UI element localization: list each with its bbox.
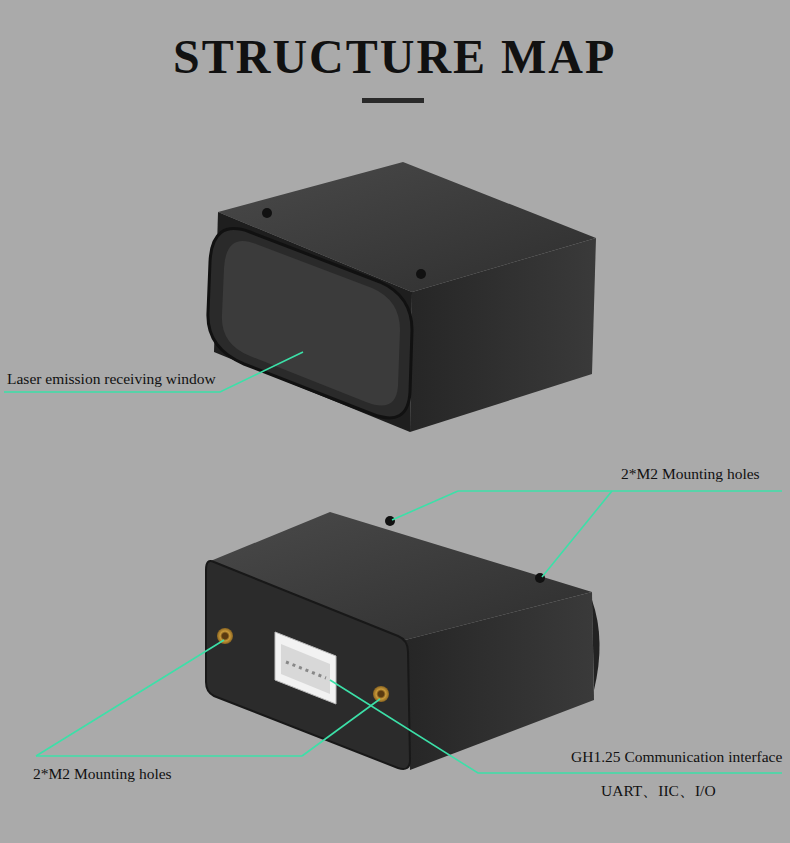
part-label: 2*M2 Mounting holes — [621, 465, 760, 484]
leader-line — [302, 699, 380, 756]
sensor-rear-view — [206, 512, 600, 770]
page-title: STRUCTURE MAP — [173, 28, 616, 86]
part-label: 2*M2 Mounting holes — [33, 765, 172, 784]
leader-line — [36, 755, 302, 757]
leader-line — [4, 352, 303, 392]
leader-line — [458, 490, 782, 492]
sensor-front-view — [208, 162, 596, 432]
title-underline — [362, 98, 424, 103]
part-label: Laser emission receiving window — [7, 370, 216, 389]
leader-line — [542, 491, 612, 577]
leader-lines — [4, 352, 782, 773]
leader-line — [330, 680, 782, 773]
leader-line — [392, 491, 458, 520]
leader-line — [36, 640, 224, 756]
signal-label: UART、IIC、I/O — [601, 782, 716, 801]
part-label: GH1.25 Communication interface — [571, 748, 782, 767]
